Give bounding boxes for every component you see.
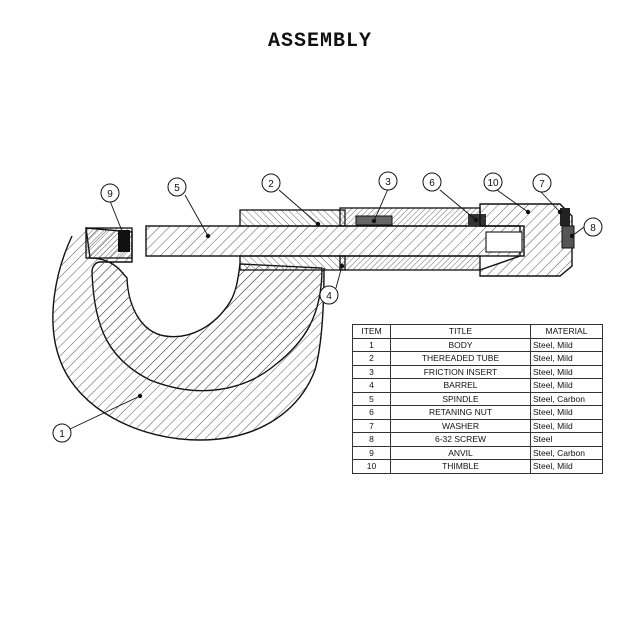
table-row: 9 ANVIL Steel, Carbon [352, 445, 603, 460]
cell-title: FRICTION INSERT [390, 364, 531, 379]
balloon-2: 2 [261, 173, 281, 193]
screw-part [561, 225, 575, 249]
cell-title: 6-32 SCREW [390, 432, 531, 447]
balloon-7-label: 7 [539, 179, 545, 190]
washer-part [560, 208, 570, 226]
cell-item: 4 [352, 378, 391, 393]
cell-material: Steel, Mild [530, 459, 603, 474]
balloon-6: 6 [422, 172, 442, 192]
cell-material: Steel, Mild [530, 405, 603, 420]
header-material: MATERIAL [530, 324, 603, 339]
cell-item: 1 [352, 337, 391, 352]
balloon-8: 8 [583, 217, 603, 237]
balloon-1: 1 [52, 423, 72, 443]
header-item: ITEM [352, 324, 391, 339]
cell-material: Steel, Mild [530, 364, 603, 379]
thimble-bore [485, 231, 523, 253]
cell-item: 2 [352, 351, 391, 366]
threaded-tube-lower [239, 255, 346, 271]
cell-material: Steel, Carbon [530, 445, 603, 460]
balloon-10: 10 [483, 172, 503, 192]
leader-dots [121, 209, 575, 399]
balloon-3: 3 [378, 171, 398, 191]
body-fill [52, 228, 325, 440]
cell-material: Steel, Carbon [530, 391, 603, 406]
table-header-row: ITEM TITLE MATERIAL [352, 324, 603, 339]
balloon-1-label: 1 [59, 429, 65, 440]
cell-item: 3 [352, 364, 391, 379]
cell-material: Steel [530, 432, 603, 447]
balloon-10-label: 10 [487, 178, 499, 189]
header-title: TITLE [390, 324, 531, 339]
balloon-8-label: 8 [590, 223, 596, 234]
cell-item: 8 [352, 432, 391, 447]
cell-item: 6 [352, 405, 391, 420]
cell-title: SPINDLE [390, 391, 531, 406]
cell-item: 10 [352, 459, 391, 474]
cell-title: ANVIL [390, 445, 531, 460]
drawing-title: ASSEMBLY [267, 30, 372, 53]
balloon-9: 9 [100, 183, 120, 203]
cell-material: Steel, Mild [530, 418, 603, 433]
table-row: 10 THIMBLE Steel, Mild [352, 459, 603, 474]
barrel-lower [339, 255, 481, 271]
threaded-tube-upper [239, 209, 346, 227]
balloon-9-label: 9 [107, 189, 113, 200]
cell-title: THIMBLE [390, 459, 531, 474]
table-row: 5 SPINDLE Steel, Carbon [352, 391, 603, 406]
balloon-6-label: 6 [429, 178, 435, 189]
cell-material: Steel, Mild [530, 337, 603, 352]
bill-of-materials-table: ITEM TITLE MATERIAL 1 BODY Steel, Mild 2… [352, 324, 603, 474]
balloon-4: 4 [319, 285, 339, 305]
table-row: 6 RETANING NUT Steel, Mild [352, 405, 603, 420]
cell-title: RETANING NUT [390, 405, 531, 420]
cell-title: BODY [390, 337, 531, 352]
balloon-5: 5 [167, 177, 187, 197]
table-row: 8 6-32 SCREW Steel [352, 432, 603, 447]
table-row: 2 THEREADED TUBE Steel, Mild [352, 351, 603, 366]
balloon-4-label: 4 [326, 291, 332, 302]
cell-title: BARREL [390, 378, 531, 393]
cell-title: WASHER [390, 418, 531, 433]
table-row: 7 WASHER Steel, Mild [352, 418, 603, 433]
table-row: 1 BODY Steel, Mild [352, 337, 603, 352]
leader-lines [69, 188, 585, 430]
cell-item: 7 [352, 418, 391, 433]
cell-material: Steel, Mild [530, 351, 603, 366]
cell-item: 5 [352, 391, 391, 406]
anvil-face [118, 230, 130, 252]
table-row: 4 BARREL Steel, Mild [352, 378, 603, 393]
cell-material: Steel, Mild [530, 378, 603, 393]
table-row: 3 FRICTION INSERT Steel, Mild [352, 364, 603, 379]
cell-title: THEREADED TUBE [390, 351, 531, 366]
balloon-5-label: 5 [174, 183, 180, 194]
balloon-2-label: 2 [268, 179, 274, 190]
balloon-3-label: 3 [385, 177, 391, 188]
balloon-7: 7 [532, 173, 552, 193]
spindle-part [145, 225, 525, 257]
cell-item: 9 [352, 445, 391, 460]
